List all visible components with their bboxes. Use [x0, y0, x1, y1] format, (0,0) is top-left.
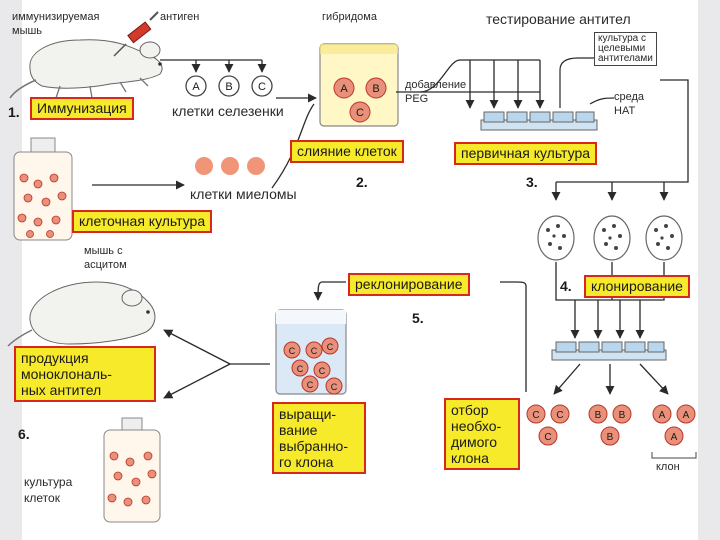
primary-culture-box: первичная культура [454, 142, 598, 165]
mouse-to-cells-arrows [160, 59, 267, 73]
cell-letter: B [372, 83, 379, 95]
to-cloning-arrows [551, 79, 689, 201]
target-culture-line-1: культура с [598, 33, 647, 44]
cell-letter: B [225, 81, 232, 93]
immunized-mouse-illustration [9, 39, 163, 99]
left-frame-bar [0, 0, 22, 540]
cell-letter: C [356, 107, 364, 119]
growing-line-4: го клона [279, 454, 334, 470]
selection-box: отбор необхо- димого клона [444, 398, 520, 470]
production-line-3: ных антител [21, 382, 102, 398]
peg-label-1: добавление [405, 79, 467, 91]
cell-letter: C [258, 81, 266, 93]
recloning-box: реклонирование [348, 273, 470, 296]
step-1: 1. [8, 104, 20, 120]
myeloma-cells-label: клетки миеломы [190, 186, 297, 202]
selection-line-1: отбор [451, 402, 489, 418]
cell-letter: C [319, 366, 326, 376]
cell-letter: B [619, 410, 626, 421]
selected-clones [526, 404, 696, 446]
culture-bottle-bottom [103, 417, 161, 523]
cell-letter: A [671, 432, 678, 443]
peg-label-2: PEG [405, 93, 429, 105]
cloning-box: клонирование [584, 275, 690, 298]
culture-bottle-top [13, 137, 73, 241]
syringe-icon [113, 11, 159, 57]
antibody-testing-label: тестирование антител [486, 11, 631, 27]
target-culture-box: культура с целевыми антителами [594, 32, 657, 66]
cell-culture-box: клеточная культура [72, 210, 213, 233]
bottom-culture-label-1: культура [24, 475, 73, 489]
production-line-2: моноклональ- [21, 366, 112, 382]
cell-letter: C [544, 432, 551, 443]
clone-bracket [651, 452, 697, 459]
hat-label-2: HAT [614, 105, 636, 117]
ascites-mouse-illustration [7, 281, 156, 347]
step-2: 2. [356, 174, 368, 190]
right-frame-bar [698, 0, 720, 540]
dishes-to-plate-arrows [555, 262, 665, 339]
step-6: 6. [18, 426, 30, 442]
selection-line-3: димого [451, 434, 497, 450]
cell-letter: C [311, 346, 318, 356]
spleen-cells-label: клетки селезенки [172, 103, 284, 119]
growing-line-3: выбранно- [279, 438, 349, 454]
beaker-to-plate-arrows [419, 59, 545, 109]
cell-fusion-box: слияние клеток [290, 140, 404, 163]
hat-label-1: среда [614, 91, 645, 103]
target-culture-line-2: целевыми [598, 43, 646, 54]
hybridoma-label: гибридома [322, 11, 377, 23]
cell-letter: A [683, 410, 690, 421]
cell-letter: C [327, 342, 334, 352]
immunized-mouse-label-2: мышь [12, 25, 43, 37]
ascites-mouse-label-2: асцитом [84, 259, 127, 271]
growing-box: выращи- вание выбранно- го клона [272, 402, 366, 474]
cell-letter: A [192, 81, 200, 93]
growing-line-2: вание [279, 422, 318, 438]
step-3: 3. [526, 174, 538, 190]
cell-letter: A [340, 83, 348, 95]
cell-letter: C [289, 346, 296, 356]
bottom-culture-label-2: клеток [24, 491, 60, 505]
fusion-beaker [319, 43, 399, 127]
selection-line-2: необхо- [451, 418, 502, 434]
beaker-to-products-arrows [163, 329, 270, 399]
cell-letter: A [659, 410, 666, 421]
target-culture-line-3: антителами [598, 53, 653, 64]
cells-to-beaker-arrows [271, 91, 420, 189]
cell-letter: B [595, 410, 602, 421]
cell-letter: C [532, 410, 539, 421]
production-box: продукция моноклональ- ных антител [14, 346, 156, 402]
cell-letter: C [331, 382, 338, 392]
growing-beaker [275, 309, 347, 395]
primary-culture-plate [480, 111, 598, 131]
myeloma-cells [195, 157, 265, 175]
clone-label: клон [656, 461, 680, 473]
immunization-box: Иммунизация [30, 97, 134, 120]
recloning-arrows [313, 281, 527, 392]
step-5: 5. [412, 310, 424, 326]
cell-letter: B [607, 432, 614, 443]
plate-annotations [559, 57, 615, 108]
ascites-mouse-label-1: мышь с [84, 245, 123, 257]
cell-letter: C [556, 410, 563, 421]
spleen-cells-abc [185, 75, 273, 97]
production-line-1: продукция [21, 350, 89, 366]
immunized-mouse-label-1: иммунизируемая [12, 11, 100, 23]
cell-letter: C [307, 380, 314, 390]
petri-dishes [537, 215, 683, 261]
cell-letter: C [297, 364, 304, 374]
growing-line-1: выращи- [279, 406, 337, 422]
step-4: 4. [560, 278, 572, 294]
antigen-label: антиген [160, 11, 200, 23]
second-culture-plate [551, 341, 667, 361]
selection-line-4: клона [451, 450, 489, 466]
plate-to-clones-arrows [553, 363, 669, 395]
